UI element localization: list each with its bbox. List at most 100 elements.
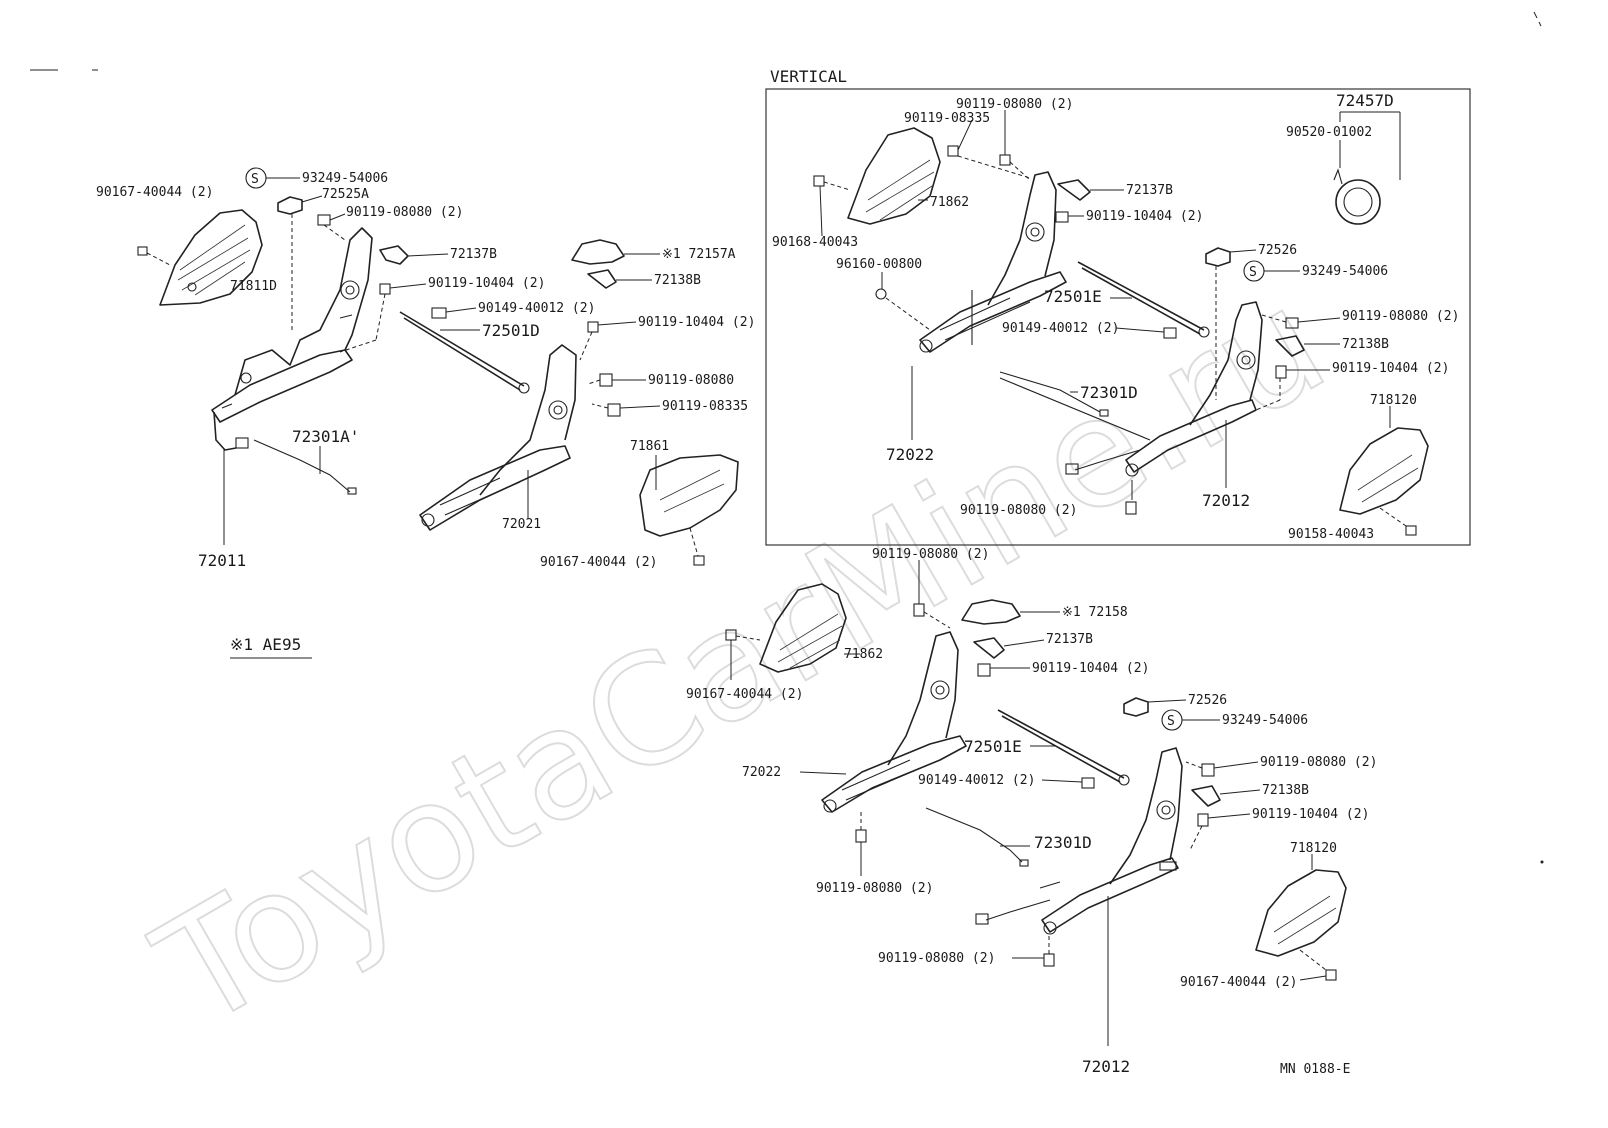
label-72137B-b: 72137B bbox=[1126, 183, 1173, 198]
label-90149-40012-b: 90149-40012 (2) bbox=[1002, 321, 1119, 336]
cable-72301A bbox=[253, 439, 357, 495]
label-90119-08080-e: 90119-08080 (2) bbox=[960, 503, 1077, 518]
label-72525A: 72525A bbox=[322, 187, 369, 202]
label-72022-a: 72022 bbox=[886, 445, 934, 464]
label-90119-08080-b: 90119-08080 bbox=[648, 373, 734, 388]
knob-72457D bbox=[1333, 111, 1401, 225]
clip-72525A bbox=[277, 195, 323, 330]
bolt-90119-10404-a bbox=[339, 283, 427, 353]
cover-718120-a bbox=[1339, 406, 1429, 536]
label-718120-b: 718120 bbox=[1290, 841, 1337, 856]
vertical-inset: VERTICAL bbox=[765, 67, 1471, 546]
label-72501D: 72501D bbox=[482, 321, 540, 340]
track-72012-b bbox=[975, 747, 1183, 1046]
label-72022-b: 72022 bbox=[742, 765, 781, 780]
label-71862-a: 71862 bbox=[930, 195, 969, 210]
label-72501E-b: 72501E bbox=[964, 737, 1022, 756]
label-72301D-b: 72301D bbox=[1034, 833, 1092, 852]
label-90119-08335-a: 90119-08335 bbox=[662, 399, 748, 414]
label-90167-40044-b: 90167-40044 (2) bbox=[540, 555, 657, 570]
label-72526-b: 72526 bbox=[1188, 693, 1227, 708]
label-90119-08080-i: 90119-08080 (2) bbox=[878, 951, 995, 966]
label-90119-08080-g: 90119-08080 (2) bbox=[1260, 755, 1377, 770]
label-90119-08080-d: 90119-08080 (2) bbox=[1342, 309, 1459, 324]
track-72022-a bbox=[911, 171, 1067, 440]
label-90119-08080-c: 90119-08080 (2) bbox=[956, 97, 1073, 112]
cover-72157A bbox=[571, 239, 660, 265]
rod-72501D bbox=[399, 311, 530, 394]
bracket-72138B-a bbox=[587, 269, 652, 289]
label-72301D-a: 72301D bbox=[1080, 383, 1138, 402]
label-90119-08080-a: 90119-08080 (2) bbox=[346, 205, 463, 220]
inset-frame bbox=[765, 88, 1471, 546]
label-90167-40044-d: 90167-40044 (2) bbox=[1180, 975, 1297, 990]
watermark: ToyotaCarMine.ru bbox=[130, 255, 1353, 1061]
label-90119-08080-f: 90119-08080 (2) bbox=[872, 547, 989, 562]
label-72011: 72011 bbox=[198, 551, 246, 570]
label-90520-01002: 90520-01002 bbox=[1286, 125, 1372, 140]
bolt-90167-40044-a bbox=[137, 246, 171, 266]
nut-90119-08080-a bbox=[317, 213, 346, 241]
label-90119-10404-a: 90119-10404 (2) bbox=[428, 276, 545, 291]
drawing-number: MN 0188-E bbox=[1280, 1062, 1350, 1077]
bolt-90119-08335-a bbox=[591, 403, 661, 417]
bracket-72137B-a bbox=[379, 245, 449, 265]
label-71861: 71861 bbox=[630, 439, 669, 454]
cover-71861 bbox=[639, 454, 739, 566]
label-90119-08335-b: 90119-08335 bbox=[904, 111, 990, 126]
footnote: ※1 AE95 bbox=[230, 635, 312, 659]
label-90167-40044-a: 90167-40044 (2) bbox=[96, 185, 213, 200]
track-72012-a bbox=[1065, 301, 1263, 515]
label-72012-b: 72012 bbox=[1082, 1057, 1130, 1076]
inset-title: VERTICAL bbox=[770, 67, 847, 86]
lower-right-assembly: S bbox=[725, 560, 1347, 1046]
label-72301A: 72301A' bbox=[292, 427, 359, 446]
cover-718120-b bbox=[1255, 854, 1347, 981]
label-72457D: 72457D bbox=[1336, 91, 1394, 110]
label-71811D: 71811D bbox=[230, 279, 277, 294]
label-90119-10404-e: 90119-10404 (2) bbox=[1032, 661, 1149, 676]
label-90158-40043: 90158-40043 bbox=[1288, 527, 1374, 542]
label-93249-54006-b: 93249-54006 bbox=[1302, 264, 1388, 279]
svg-text:S: S bbox=[1249, 265, 1257, 280]
label-93249-54006-a: 93249-54006 bbox=[302, 171, 388, 186]
label-90119-10404-d: 90119-10404 (2) bbox=[1332, 361, 1449, 376]
label-72137B-a: 72137B bbox=[450, 247, 497, 262]
label-90168-40043: 90168-40043 bbox=[772, 235, 858, 250]
label-96160-00800: 96160-00800 bbox=[836, 257, 922, 272]
track-72022-b bbox=[799, 631, 967, 876]
bolt-90119-08080-b bbox=[587, 373, 646, 387]
label-93249-54006-c: 93249-54006 bbox=[1222, 713, 1308, 728]
label-90119-10404-b: 90119-10404 (2) bbox=[638, 315, 755, 330]
left-assembly: S bbox=[137, 167, 739, 566]
label-72138B-b: 72138B bbox=[1342, 337, 1389, 352]
part-labels: 90167-40044 (2) 93249-54006 72525A 90119… bbox=[96, 91, 1459, 1076]
label-72138B-c: 72138B bbox=[1262, 783, 1309, 798]
s-mark-a: S bbox=[245, 167, 300, 189]
label-90119-10404-c: 90119-10404 (2) bbox=[1086, 209, 1203, 224]
label-90149-40012-c: 90149-40012 (2) bbox=[918, 773, 1035, 788]
label-72501E-a: 72501E bbox=[1044, 287, 1102, 306]
label-72138B-a: 72138B bbox=[654, 273, 701, 288]
svg-text:S: S bbox=[251, 172, 259, 187]
label-71862-b: 71862 bbox=[844, 647, 883, 662]
cover-71811D bbox=[159, 209, 263, 306]
label-72158: ※1 72158 bbox=[1062, 605, 1128, 620]
svg-text:※1 AE95: ※1 AE95 bbox=[230, 635, 301, 654]
label-72137B-c: 72137B bbox=[1046, 632, 1093, 647]
track-72011 bbox=[211, 227, 373, 545]
label-72012-a: 72012 bbox=[1202, 491, 1250, 510]
label-90149-40012-a: 90149-40012 (2) bbox=[478, 301, 595, 316]
track-72021 bbox=[419, 344, 577, 531]
label-90119-10404-f: 90119-10404 (2) bbox=[1252, 807, 1369, 822]
bolt-90119-10404-b bbox=[579, 321, 637, 361]
svg-text:S: S bbox=[1167, 714, 1175, 729]
label-72021: 72021 bbox=[502, 517, 541, 532]
label-718120-a: 718120 bbox=[1370, 393, 1417, 408]
pin-90149-40012-a bbox=[431, 307, 477, 319]
label-72157A: ※1 72157A bbox=[662, 247, 736, 262]
label-72526-a: 72526 bbox=[1258, 243, 1297, 258]
label-90167-40044-c: 90167-40044 (2) bbox=[686, 687, 803, 702]
scan-marks bbox=[30, 11, 1544, 864]
